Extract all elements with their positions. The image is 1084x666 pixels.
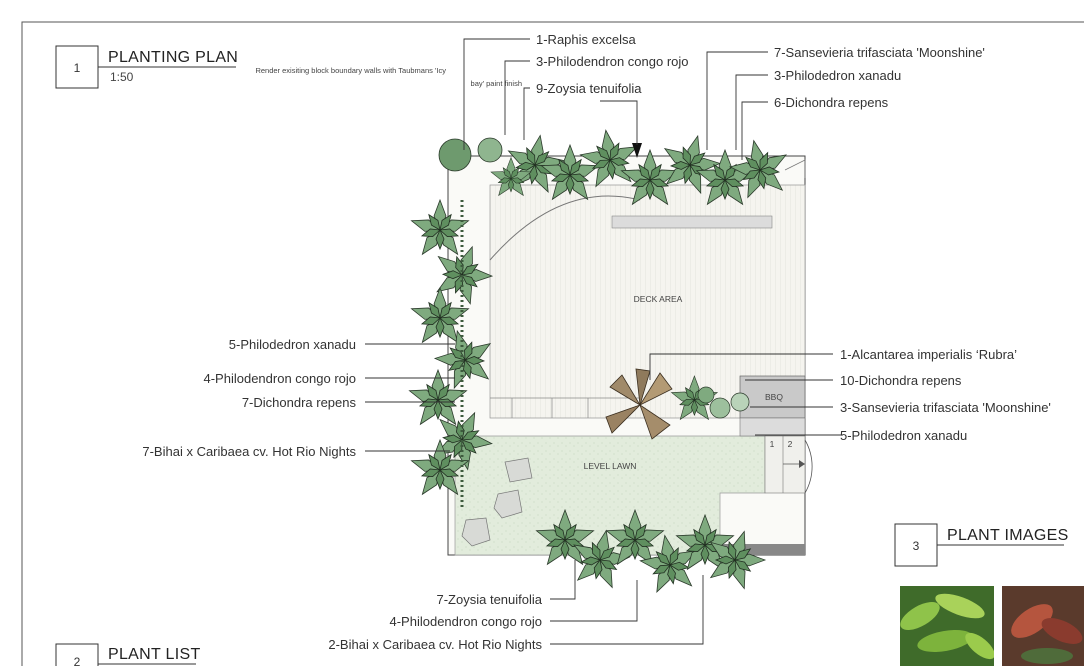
plan-scale: 1:50 [110,70,134,84]
label-xanadu-top: 3-Philodedron xanadu [774,68,901,83]
label-philodendron-congo-rojo-top: 3-Philodendron congo rojo [536,54,689,69]
label-alcantarea: 1-Alcantarea imperialis ‘Rubra’ [840,347,1017,362]
planting-top-bed [438,125,796,209]
label-xanadu-left: 5-Philodedron xanadu [229,337,356,352]
plan-number: 1 [74,61,81,75]
label-dichondra-top: 6-Dichondra repens [774,95,889,110]
lawn-area-label: LEVEL LAWN [584,461,637,471]
leaders-left [365,343,455,452]
step-2-label: 2 [788,439,793,449]
label-sansevieria-top: 7-Sansevieria trifasciata 'Moonshine' [774,45,985,60]
leaders-right [649,353,843,436]
deck-area-label: DECK AREA [634,294,683,304]
plant-image-1 [900,586,994,666]
label-sansevieria-right: 3-Sansevieria trifasciata 'Moonshine' [840,400,1051,415]
label-dichondra-left: 7-Dichondra repens [242,395,357,410]
bbq-label: BBQ [765,392,783,402]
plan-title: PLANTING PLAN [108,49,238,66]
label-congo-rojo-left: 4-Philodendron congo rojo [204,371,357,386]
list-title: PLANT LIST [108,646,201,663]
planting-feature-bed [605,368,750,440]
images-number: 3 [913,539,920,553]
images-title: PLANT IMAGES [947,527,1069,544]
paint-note-line1: Render exisiting block boundary walls wi… [255,66,446,75]
leaders-top [463,38,768,160]
list-number: 2 [74,655,81,666]
label-bihai-left: 7-Bihai x Caribaea cv. Hot Rio Nights [142,444,356,459]
label-xanadu-right: 5-Philodedron xanadu [840,428,967,443]
label-raphis-excelsa: 1-Raphis excelsa [536,32,636,47]
label-congo-rojo-bottom: 4-Philodendron congo rojo [390,614,543,629]
label-bihai-bottom: 2-Bihai x Caribaea cv. Hot Rio Nights [328,637,542,652]
label-zoysia-top: 9-Zoysia tenuifolia [536,81,642,96]
leaders-bottom [550,560,704,645]
plan-header: 1 PLANTING PLAN 1:50 [55,45,238,89]
label-zoysia-bottom: 7-Zoysia tenuifolia [437,592,543,607]
plant-images-header: 3 PLANT IMAGES [894,523,1069,567]
plant-image-2 [1002,586,1084,666]
label-dichondra-right: 10-Dichondra repens [840,373,962,388]
plant-list-header: 2 PLANT LIST [55,643,201,666]
site-plan [447,155,813,556]
planting-left-bed [407,199,503,510]
step-1-label: 1 [770,439,775,449]
paint-note-line2: bay' paint finish [471,79,522,88]
